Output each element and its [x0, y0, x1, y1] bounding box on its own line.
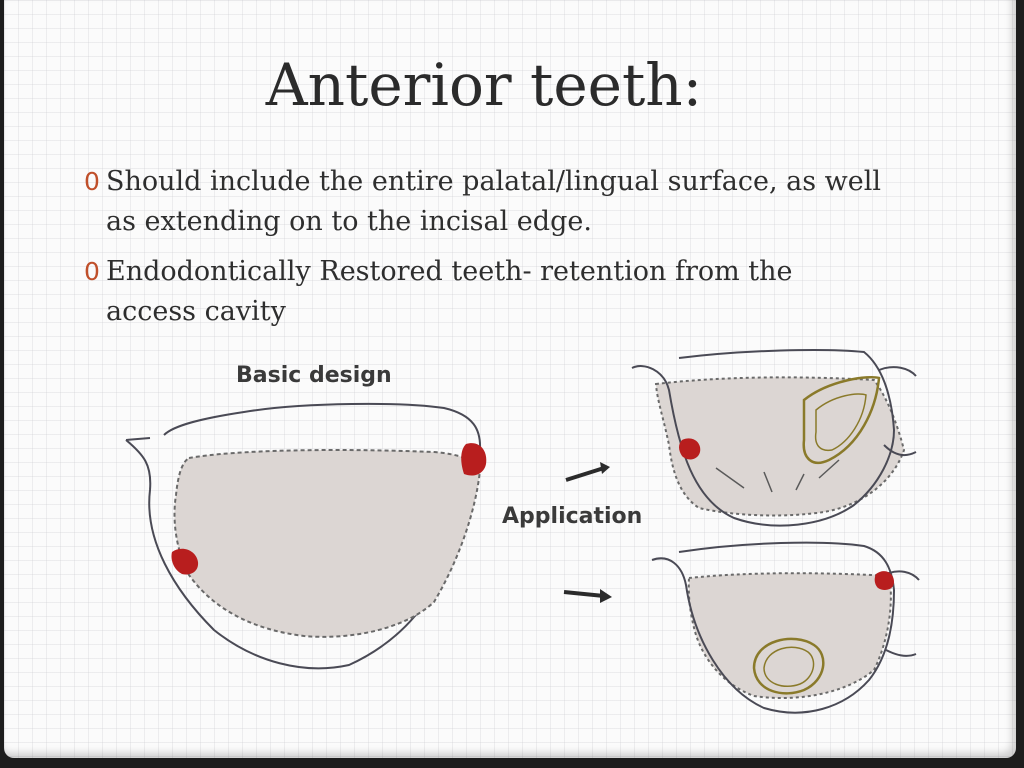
basic-design-drawing — [125, 402, 487, 670]
slide-title: Anterior teeth: — [265, 51, 703, 119]
app-top-rest — [679, 438, 701, 460]
denture-design-diagram: Basic design Application — [125, 349, 920, 714]
basic-plate — [173, 449, 482, 638]
bullet-item: 0 Endodontically Restored teeth- retenti… — [84, 252, 884, 332]
app-bottom-clasp-inner — [763, 646, 815, 688]
bullet-marker: 0 — [84, 257, 100, 286]
bullet-item: 0 Should include the entire palatal/ling… — [84, 162, 884, 242]
bullet-list: 0 Should include the entire palatal/ling… — [84, 162, 884, 342]
app-bottom-clasp — [752, 637, 825, 695]
basic-design-label: Basic design — [236, 363, 392, 388]
app-top-arrows — [715, 459, 840, 493]
slide: Anterior teeth: 0 Should include the ent… — [4, 0, 1016, 758]
basic-rest-right — [461, 443, 487, 476]
app-top-clasp — [802, 375, 881, 465]
arrow-bottom-icon — [563, 589, 612, 603]
bullet-text: Endodontically Restored teeth- retention… — [106, 256, 793, 327]
app-top-clasp-inner — [814, 393, 867, 452]
application-bottom-drawing — [651, 541, 920, 714]
app-top-outline — [631, 349, 896, 527]
app-bottom-outline — [651, 541, 896, 714]
bullet-text: Should include the entire palatal/lingua… — [106, 166, 882, 237]
app-bottom-plate — [687, 572, 892, 699]
arrow-top-icon — [565, 462, 610, 482]
basic-rest-left — [171, 548, 199, 575]
app-bottom-rest — [874, 571, 894, 590]
basic-outline-stem — [125, 437, 151, 441]
application-label: Application — [502, 504, 642, 529]
app-top-plate — [654, 376, 906, 517]
application-top-drawing — [631, 349, 917, 527]
app-top-right-gum — [878, 366, 917, 457]
bullet-marker: 0 — [84, 167, 100, 196]
